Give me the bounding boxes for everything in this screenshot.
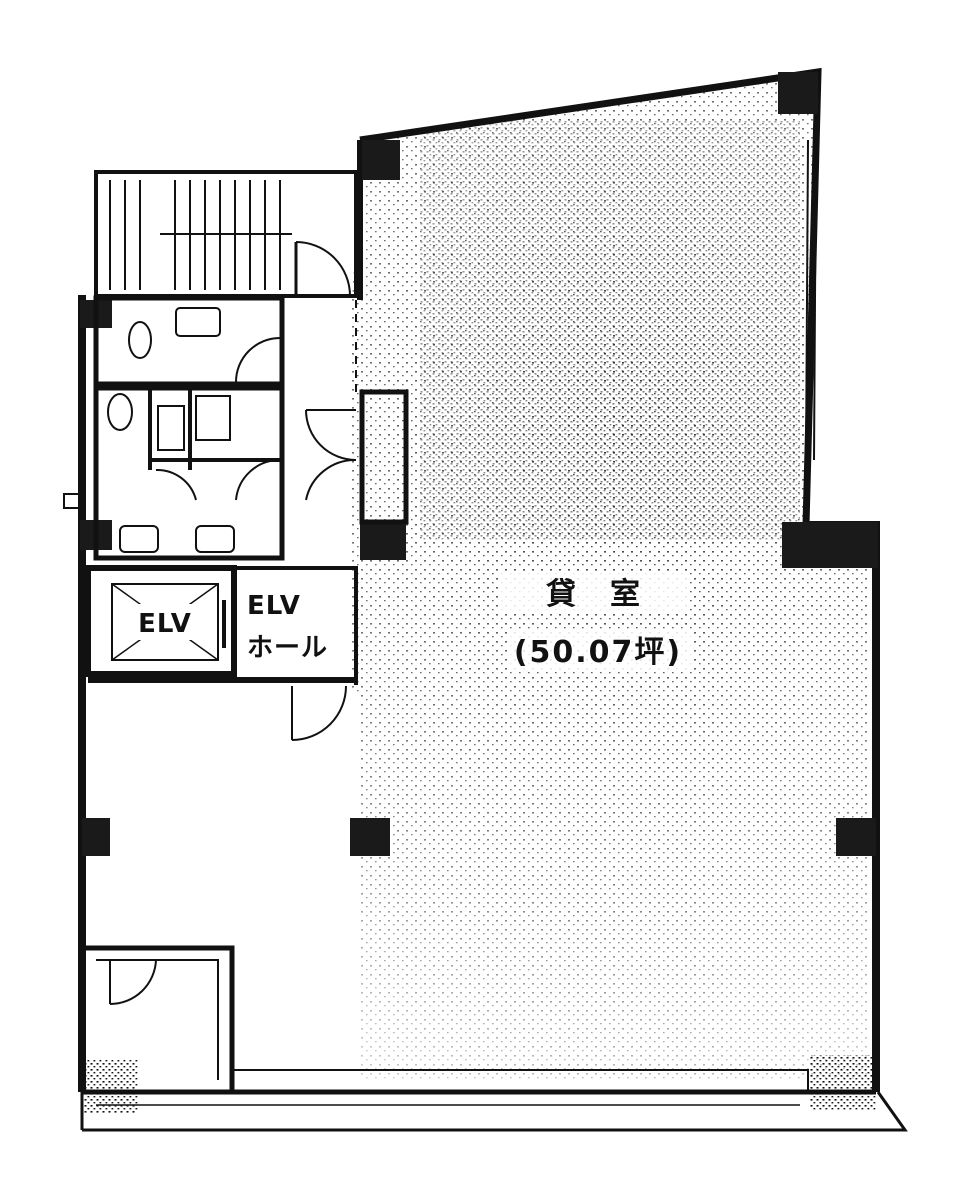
room-label-bg bbox=[500, 572, 690, 612]
elevator-label: ELV bbox=[138, 609, 192, 639]
elevator-label-bg bbox=[128, 604, 202, 640]
room-area-bg bbox=[508, 630, 692, 670]
room-name: 貸 室 bbox=[546, 577, 642, 612]
core-walls bbox=[93, 295, 409, 561]
stairs bbox=[94, 170, 358, 298]
elevator-hall-label-line1: ELV bbox=[247, 591, 301, 621]
elevator-hall-label-line2: ホール bbox=[247, 633, 328, 663]
elevator-hall-walls bbox=[88, 566, 358, 741]
room-shading bbox=[352, 72, 868, 1080]
columns bbox=[80, 72, 878, 1114]
room-area: (50.07坪) bbox=[514, 635, 682, 670]
corner-room bbox=[82, 945, 235, 1092]
entrance-mark bbox=[63, 493, 83, 509]
elevator-shaft bbox=[85, 565, 237, 677]
